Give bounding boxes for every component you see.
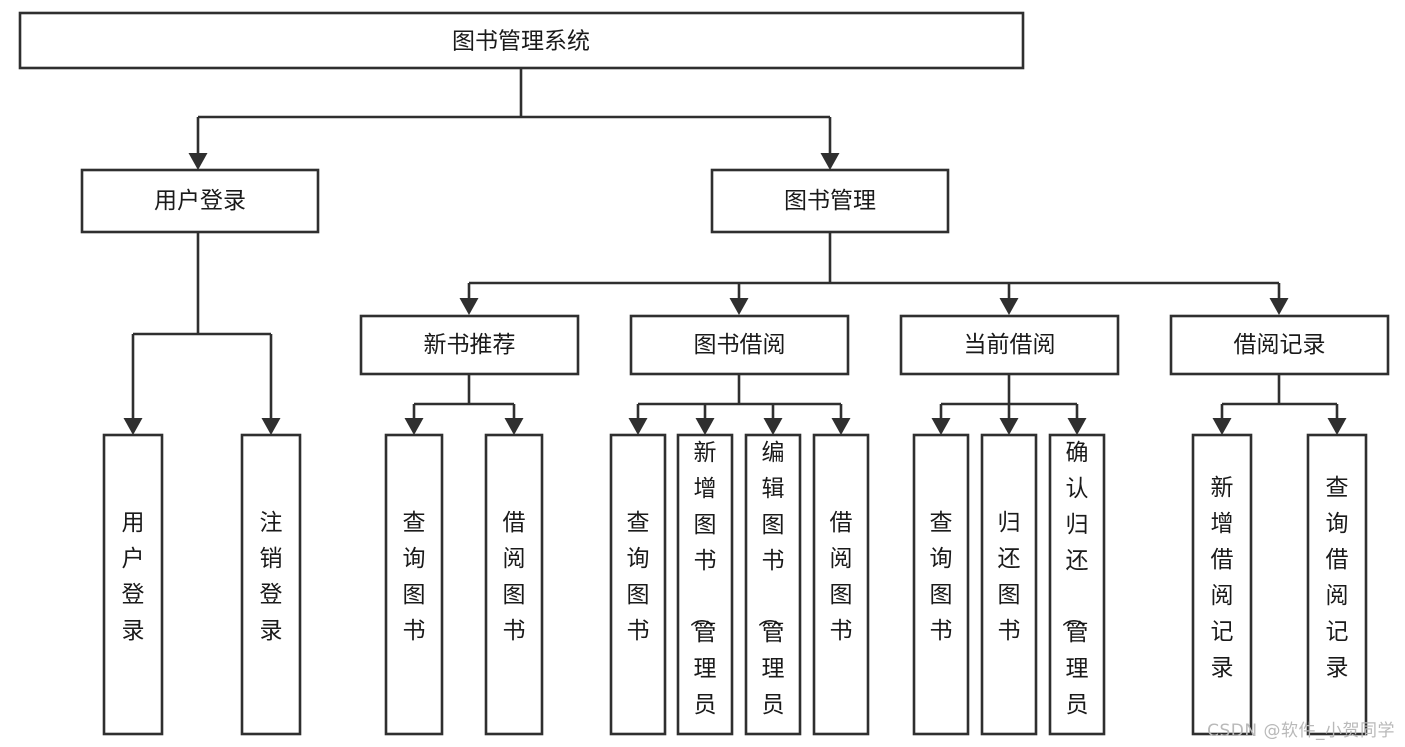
arrow-icon — [628, 418, 648, 435]
node-user-login-label: 用户登录 — [154, 188, 246, 214]
node-book-manage-box[interactable] — [710, 168, 950, 234]
arrow-icon — [404, 418, 424, 435]
arrow-icon — [1212, 418, 1232, 435]
node-book-manage-label: 图书管理 — [784, 188, 876, 214]
node-leaf-edit-book[interactable]: 编辑图书（管理员） — [744, 433, 802, 747]
node-leaf-user-login-label: 用户登录 — [122, 510, 145, 644]
node-new-book-recommend-label: 新书推荐 — [424, 332, 516, 358]
node-leaf-query-book-2[interactable]: 查询图书 — [609, 433, 667, 736]
node-leaf-query-book-3[interactable]: 查询图书 — [912, 433, 970, 736]
node-root[interactable]: 图书管理系统 — [18, 11, 1025, 70]
node-root-box[interactable] — [18, 11, 1025, 70]
node-borrow-record-label: 借阅记录 — [1234, 332, 1326, 358]
arrow-icon — [261, 418, 281, 435]
node-user-login-box[interactable] — [80, 168, 320, 234]
node-leaf-borrow-book-1[interactable]: 借阅图书 — [484, 433, 544, 736]
node-leaf-edit-book-label: 编辑图书（管理员） — [756, 440, 785, 747]
node-leaf-confirm-return-label: 确认归还（管理员） — [1060, 440, 1089, 747]
node-leaf-confirm-return-box[interactable] — [1048, 433, 1106, 736]
node-leaf-query-record-box[interactable] — [1306, 433, 1368, 736]
node-leaf-confirm-return[interactable]: 确认归还（管理员） — [1048, 433, 1106, 747]
node-leaf-user-logout[interactable]: 注销登录 — [240, 433, 302, 736]
node-user-login[interactable]: 用户登录 — [80, 168, 320, 234]
connector-group-book-manage — [459, 232, 1289, 315]
arrow-icon — [504, 418, 524, 435]
node-leaf-query-book-2-box[interactable] — [609, 433, 667, 736]
arrow-icon — [123, 418, 143, 435]
arrow-icon — [1269, 298, 1289, 315]
arrow-icon — [459, 298, 479, 315]
node-leaf-user-login[interactable]: 用户登录 — [102, 433, 164, 736]
node-book-borrow-box[interactable] — [629, 314, 850, 376]
node-leaf-add-book[interactable]: 新增图书（管理员） — [676, 433, 734, 747]
node-leaf-borrow-book-1-box[interactable] — [484, 433, 544, 736]
node-leaf-add-record-box[interactable] — [1191, 433, 1253, 736]
node-leaf-query-book-1-box[interactable] — [384, 433, 444, 736]
node-leaf-add-book-box[interactable] — [676, 433, 734, 736]
node-leaf-query-book-3-label: 查询图书 — [930, 510, 953, 644]
node-leaf-query-record-label: 查询借阅记录 — [1326, 475, 1349, 681]
arrow-icon — [831, 418, 851, 435]
connector-group-user-login — [123, 232, 281, 435]
connector-group-book-borrow — [628, 374, 851, 435]
node-leaf-add-record[interactable]: 新增借阅记录 — [1191, 433, 1253, 736]
node-leaf-query-record[interactable]: 查询借阅记录 — [1306, 433, 1368, 736]
arrow-icon — [1327, 418, 1347, 435]
node-leaf-add-book-label: 新增图书（管理员） — [688, 440, 717, 747]
node-leaf-add-record-label: 新增借阅记录 — [1211, 475, 1234, 681]
node-leaf-borrow-book-2-box[interactable] — [812, 433, 870, 736]
node-new-book-recommend-box[interactable] — [359, 314, 580, 376]
arrow-icon — [999, 418, 1019, 435]
arrow-icon — [999, 298, 1019, 315]
node-leaf-query-book-2-label: 查询图书 — [627, 510, 650, 644]
node-book-manage[interactable]: 图书管理 — [710, 168, 950, 234]
node-book-borrow-label: 图书借阅 — [694, 332, 786, 358]
node-new-book-recommend[interactable]: 新书推荐 — [359, 314, 580, 376]
node-leaf-user-logout-box[interactable] — [240, 433, 302, 736]
node-leaf-borrow-book-2[interactable]: 借阅图书 — [812, 433, 870, 736]
node-current-borrow[interactable]: 当前借阅 — [899, 314, 1120, 376]
node-leaf-query-book-1-label: 查询图书 — [403, 510, 426, 644]
arrow-icon — [820, 153, 840, 170]
node-leaf-user-logout-label: 注销登录 — [260, 510, 283, 644]
node-leaf-return-book-box[interactable] — [980, 433, 1038, 736]
node-leaf-edit-book-box[interactable] — [744, 433, 802, 736]
connector-group-root — [188, 68, 840, 170]
node-leaf-user-login-box[interactable] — [102, 433, 164, 736]
connector-group-borrow-record — [1212, 374, 1347, 435]
node-current-borrow-box[interactable] — [899, 314, 1120, 376]
arrow-icon — [763, 418, 783, 435]
node-leaf-borrow-book-2-label: 借阅图书 — [830, 510, 853, 644]
node-borrow-record-box[interactable] — [1169, 314, 1390, 376]
arrow-icon — [729, 298, 749, 315]
node-borrow-record[interactable]: 借阅记录 — [1169, 314, 1390, 376]
node-leaf-return-book[interactable]: 归还图书 — [980, 433, 1038, 736]
arrow-icon — [1067, 418, 1087, 435]
arrow-icon — [931, 418, 951, 435]
node-leaf-query-book-1[interactable]: 查询图书 — [384, 433, 444, 736]
node-root-label: 图书管理系统 — [452, 29, 590, 55]
node-current-borrow-label: 当前借阅 — [964, 332, 1056, 358]
arrow-icon — [695, 418, 715, 435]
node-leaf-query-book-3-box[interactable] — [912, 433, 970, 736]
node-leaf-borrow-book-1-label: 借阅图书 — [503, 510, 526, 644]
node-book-borrow[interactable]: 图书借阅 — [629, 314, 850, 376]
node-leaf-return-book-label: 归还图书 — [998, 510, 1021, 644]
connector-group-current-borrow — [931, 374, 1087, 435]
connector-group-new-book-recommend — [404, 374, 524, 435]
arrow-icon — [188, 153, 208, 170]
